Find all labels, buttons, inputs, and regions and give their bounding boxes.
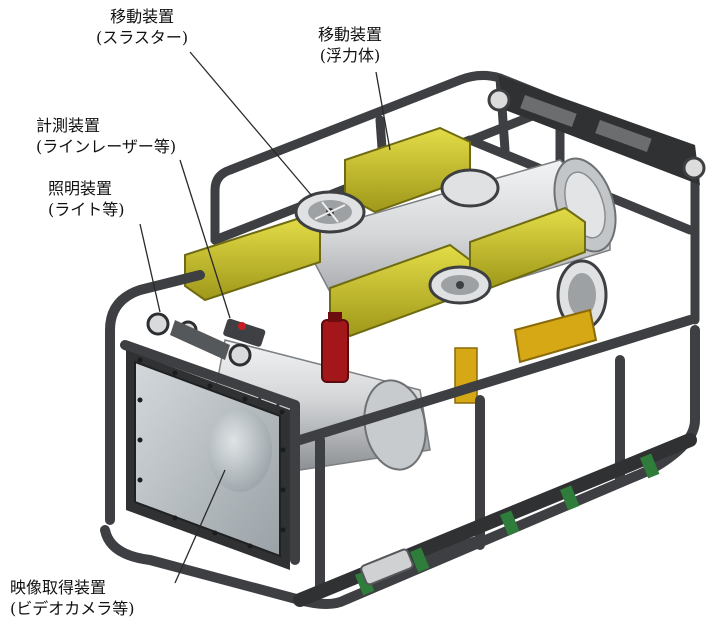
label-lighting-title: 照明装置 xyxy=(48,179,113,198)
label-float-detail: (浮力体) xyxy=(319,46,381,65)
label-thruster: 移動装置 (スラスター) xyxy=(96,6,188,48)
red-canister xyxy=(321,312,349,383)
label-thruster-title: 移動装置 xyxy=(110,7,175,26)
rear-rail xyxy=(487,75,706,185)
label-lighting-detail: (ライト等) xyxy=(48,200,125,219)
leader-camera xyxy=(174,469,226,584)
label-measurement: 計測装置 (ラインレーザー等) xyxy=(36,115,176,157)
leader-lines xyxy=(139,51,391,584)
label-thruster-detail: (スラスター) xyxy=(96,28,189,47)
thruster-side xyxy=(440,168,608,331)
leader-float xyxy=(375,71,391,151)
thruster-middle xyxy=(428,265,492,305)
thruster-top xyxy=(294,190,366,234)
label-measurement-title: 計測装置 xyxy=(36,116,101,135)
leader-thruster xyxy=(189,51,313,197)
buoyancy-float xyxy=(184,126,586,338)
camera-window xyxy=(126,350,290,570)
label-float: 移動装置 (浮力体) xyxy=(318,24,382,66)
skid-rail xyxy=(293,433,697,607)
label-lighting: 照明装置 (ライト等) xyxy=(48,178,125,220)
leader-measurement xyxy=(179,159,231,319)
label-camera-detail: (ビデオカメラ等) xyxy=(10,599,135,618)
line-laser-unit xyxy=(223,318,266,347)
label-camera: 映像取得装置 (ビデオカメラ等) xyxy=(10,577,135,619)
label-measurement-detail: (ラインレーザー等) xyxy=(36,137,177,156)
label-float-title: 移動装置 xyxy=(318,25,383,44)
label-camera-title: 映像取得装置 xyxy=(10,578,107,597)
leader-lighting xyxy=(139,223,161,313)
